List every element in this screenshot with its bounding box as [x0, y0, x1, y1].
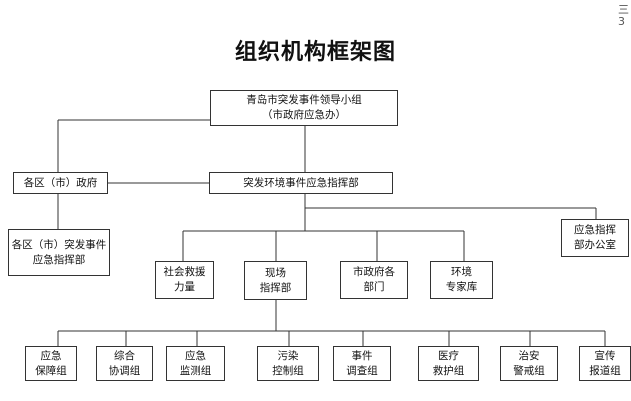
government-departments-line-1: 市政府各: [353, 266, 395, 278]
team-line-1: 宣传: [594, 349, 616, 362]
team-line-1: 应急: [185, 349, 206, 362]
page-title: 组织机构框架图: [234, 39, 396, 65]
team-line-1: 医疗: [438, 349, 459, 362]
leader-line-2: （市政府应急办）: [262, 109, 346, 121]
command-office-box: 应急指挥 部办公室: [561, 219, 629, 257]
team-line-1: 应急: [40, 349, 62, 362]
team-line-1: 治安: [518, 349, 540, 362]
team-box: 应急 保障组: [25, 346, 77, 381]
team-line-2: 报道组: [589, 364, 621, 377]
team-line-2: 警戒组: [513, 364, 545, 377]
government-departments-line-2: 部门: [363, 281, 385, 293]
team-box: 综合 协调组: [96, 346, 153, 381]
team-box: 医疗 救护组: [418, 346, 479, 381]
site-command-line-1: 现场: [265, 266, 286, 279]
team-box: 事件 调查组: [333, 346, 391, 381]
district-government-box: 各区（市）政府: [13, 172, 108, 194]
environment-experts-box: 环境 专家库: [430, 261, 493, 299]
site-command-line-2: 指挥部: [259, 281, 292, 294]
team-line-1: 事件: [351, 349, 373, 362]
command-office-line-2: 部办公室: [574, 239, 616, 251]
edge-text: 三 3: [618, 4, 629, 28]
site-command-box: 现场 指挥部: [244, 261, 307, 300]
district-command-line-1: 各区（市）突发事件: [11, 238, 107, 251]
leader-group-box: 青岛市突发事件领导小组 （市政府应急办）: [210, 90, 398, 126]
district-government-label: 各区（市）政府: [23, 176, 98, 189]
team-line-2: 保障组: [35, 364, 67, 377]
district-command-line-2: 应急指挥部: [32, 253, 86, 266]
environment-experts-line-1: 环境: [451, 266, 472, 278]
team-line-2: 协调组: [108, 364, 141, 377]
team-line-2: 救护组: [432, 364, 465, 377]
team-box: 污染 控制组: [257, 346, 319, 381]
edge-text-line: 三 3: [618, 3, 629, 28]
emergency-command-label: 突发环境事件应急指挥部: [243, 176, 359, 189]
team-line-1: 综合: [114, 349, 135, 362]
government-departments-box: 市政府各 部门: [340, 261, 408, 299]
leader-line-1: 青岛市突发事件领导小组: [246, 94, 362, 106]
district-command-box: 各区（市）突发事件 应急指挥部: [8, 229, 110, 276]
social-rescue-line-2: 力量: [174, 281, 195, 293]
team-box: 治安 警戒组: [500, 346, 558, 381]
team-line-2: 监测组: [179, 364, 212, 377]
team-line-2: 控制组: [272, 364, 304, 377]
team-box: 应急 监测组: [166, 346, 225, 381]
team-line-2: 调查组: [346, 364, 378, 377]
command-office-line-1: 应急指挥: [574, 224, 616, 236]
emergency-command-box: 突发环境事件应急指挥部: [209, 172, 393, 194]
team-box: 宣传 报道组: [579, 346, 631, 381]
social-rescue-line-1: 社会救援: [163, 266, 206, 278]
social-rescue-box: 社会救援 力量: [155, 261, 214, 299]
environment-experts-line-2: 专家库: [445, 281, 478, 293]
team-line-1: 污染: [277, 349, 299, 362]
